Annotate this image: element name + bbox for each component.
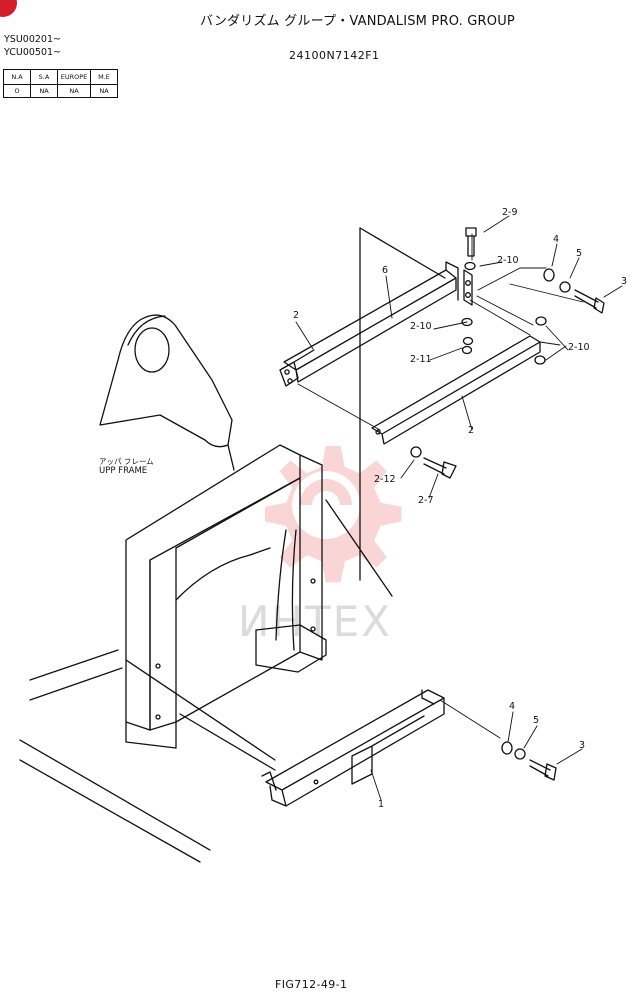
spec-value-europe: NA xyxy=(57,84,91,98)
base-rail-lower xyxy=(19,659,276,863)
washer-2-10-d xyxy=(534,355,546,365)
callout-3-lower: 3 xyxy=(579,740,586,751)
brand-corner-mark xyxy=(0,0,17,17)
callout-3-upper: 3 xyxy=(621,276,628,287)
watermark-text: ИНТЕХ xyxy=(238,597,392,646)
callout-2-11: 2-11 xyxy=(410,354,432,365)
serial-range-1: YSU00201~ xyxy=(4,34,61,45)
washer-4-lower xyxy=(501,741,513,755)
callout-1: 1 xyxy=(378,799,385,810)
callout-2-lower: 2 xyxy=(468,425,475,436)
callout-2-12: 2-12 xyxy=(374,474,396,485)
callout-2-7: 2-7 xyxy=(418,495,434,506)
callout-2-9: 2-9 xyxy=(502,207,518,218)
nut-2-11-a xyxy=(462,336,474,346)
spec-header-na: N.A xyxy=(3,69,31,85)
page-title: バンダリズム グループ・VANDALISM PRO. GROUP xyxy=(200,14,515,29)
washer-2-10-a xyxy=(464,261,476,271)
washer-2-12 xyxy=(410,446,422,458)
base-rail-upper xyxy=(29,649,123,701)
spec-header-sa: S.A xyxy=(30,69,58,85)
part-2-left-strip xyxy=(279,349,315,387)
spec-header-me: M.E xyxy=(90,69,118,85)
part-2-lower-strip xyxy=(371,335,541,445)
washer-2-10-c xyxy=(535,316,547,326)
part-number: 24100N7142F1 xyxy=(289,49,380,62)
bolt-3-upper xyxy=(574,289,605,314)
washer-2-10-b xyxy=(461,317,473,327)
spec-table-value-row: O NA NA NA xyxy=(3,84,118,98)
callout-5-upper: 5 xyxy=(576,248,583,259)
nut-2-11-b xyxy=(461,345,473,355)
callout-4-upper: 4 xyxy=(553,234,560,245)
callout-4-lower: 4 xyxy=(509,701,516,712)
callout-2-10-top: 2-10 xyxy=(497,255,519,266)
washer-5-lower xyxy=(514,748,526,760)
region-spec-table: N.A S.A EUROPE M.E O NA NA NA xyxy=(3,69,118,98)
callout-2-10-right: 2-10 xyxy=(568,342,590,353)
bolt-2-9 xyxy=(465,227,477,257)
callout-2-10-mid: 2-10 xyxy=(410,321,432,332)
serial-range-2: YCU00501~ xyxy=(4,47,62,58)
washer-4-upper xyxy=(543,268,555,282)
section-plane xyxy=(325,227,446,597)
bolt-2-7 xyxy=(423,457,457,479)
callout-5-lower: 5 xyxy=(533,715,540,726)
washer-5-upper xyxy=(559,281,571,293)
spec-value-sa: NA xyxy=(30,84,58,98)
spec-header-europe: EUROPE xyxy=(57,69,91,85)
upper-frame-label-jp: アッパ フレーム xyxy=(99,457,154,466)
watermark-gear-logo xyxy=(265,445,402,583)
callout-2-left: 2 xyxy=(293,310,300,321)
part-1-channel xyxy=(265,689,445,807)
figure-number: FIG712-49-1 xyxy=(275,978,348,991)
spec-value-na: O xyxy=(3,84,31,98)
upper-frame-ear xyxy=(99,314,233,448)
bolt-3-lower xyxy=(529,759,557,781)
upper-frame-label-en: UPP FRAME xyxy=(99,466,148,476)
callout-6: 6 xyxy=(382,265,389,276)
upper-frame-ear-hole xyxy=(134,327,170,373)
spec-table-header-row: N.A S.A EUROPE M.E xyxy=(3,69,118,85)
spec-value-me: NA xyxy=(90,84,118,98)
post-bracket xyxy=(255,624,327,673)
upright-frame xyxy=(125,444,301,731)
